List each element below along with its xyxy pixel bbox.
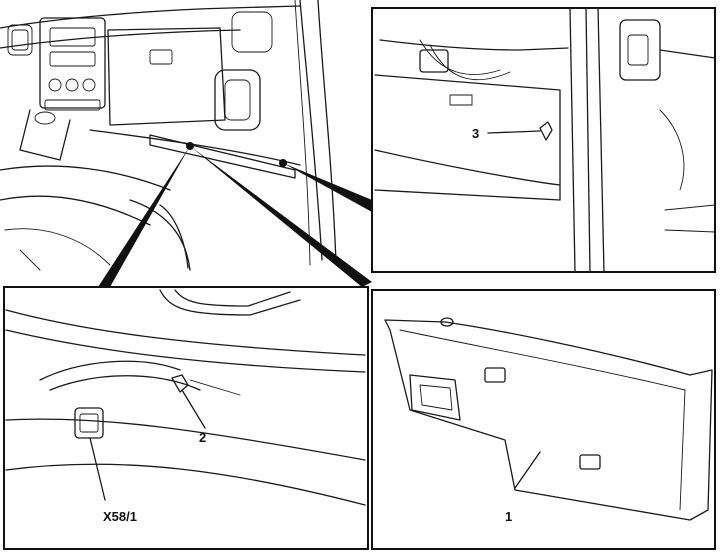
callout-1: 1 (505, 509, 512, 524)
dashboard-overview (0, 0, 372, 287)
detail-panel-connector: 2 X58/1 (3, 286, 369, 550)
callout-2: 2 (199, 430, 206, 445)
detail-panel-part-3: 3 (371, 7, 716, 273)
callout-connector: X58/1 (103, 509, 137, 524)
callout-3: 3 (472, 126, 479, 141)
detail-panel-part-1: 1 (371, 289, 716, 550)
